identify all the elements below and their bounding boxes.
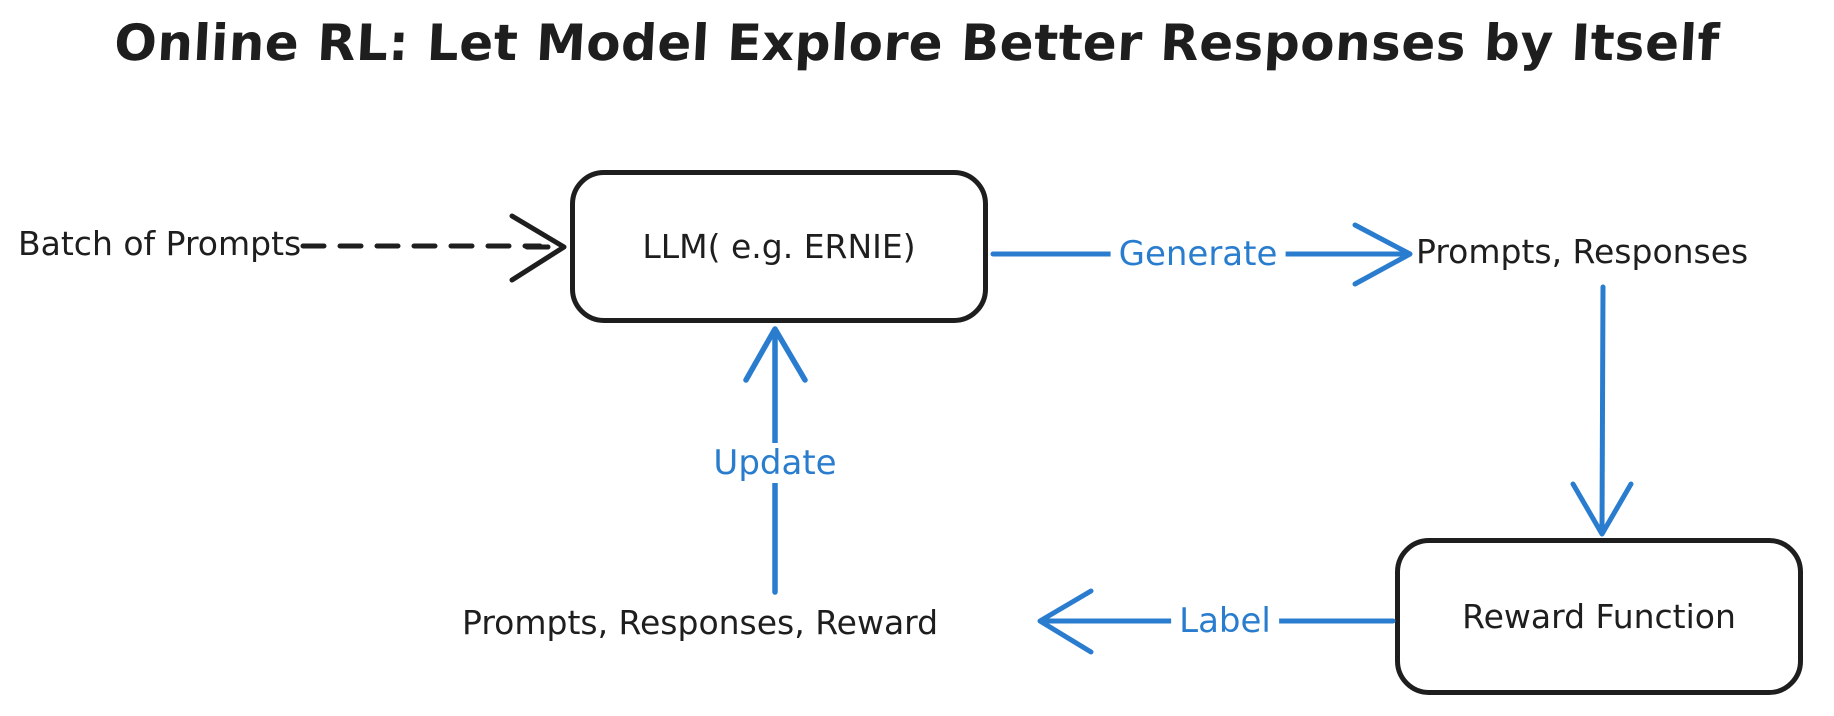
llm-node-label: LLM( e.g. ERNIE) <box>642 227 916 266</box>
llm-node: LLM( e.g. ERNIE) <box>570 170 988 323</box>
generate-arrow-head <box>1352 222 1413 287</box>
reward-function-node-label: Reward Function <box>1462 597 1736 636</box>
dashed-arrow-head <box>509 213 567 283</box>
dashed-arrow <box>300 213 567 283</box>
prompts-to-reward-arrow <box>1570 284 1634 537</box>
prompts-responses-text: Prompts, Responses <box>1416 232 1749 271</box>
update-arrow-head <box>743 326 808 383</box>
prompts-to-reward-arrow-head <box>1570 481 1634 537</box>
update-arrow-label: Update <box>705 443 845 483</box>
label-arrow-head <box>1037 588 1094 655</box>
reward-function-node: Reward Function <box>1395 538 1803 695</box>
batch-of-prompts-text: Batch of Prompts <box>18 224 302 263</box>
diagram-title: Online RL: Let Model Explore Better Resp… <box>112 14 1722 72</box>
label-arrow-label: Label <box>1171 601 1279 641</box>
prompts-responses-reward-text: Prompts, Responses, Reward <box>462 603 939 642</box>
prompts-to-reward-arrow-line <box>1599 284 1606 533</box>
generate-arrow-label: Generate <box>1110 234 1286 274</box>
